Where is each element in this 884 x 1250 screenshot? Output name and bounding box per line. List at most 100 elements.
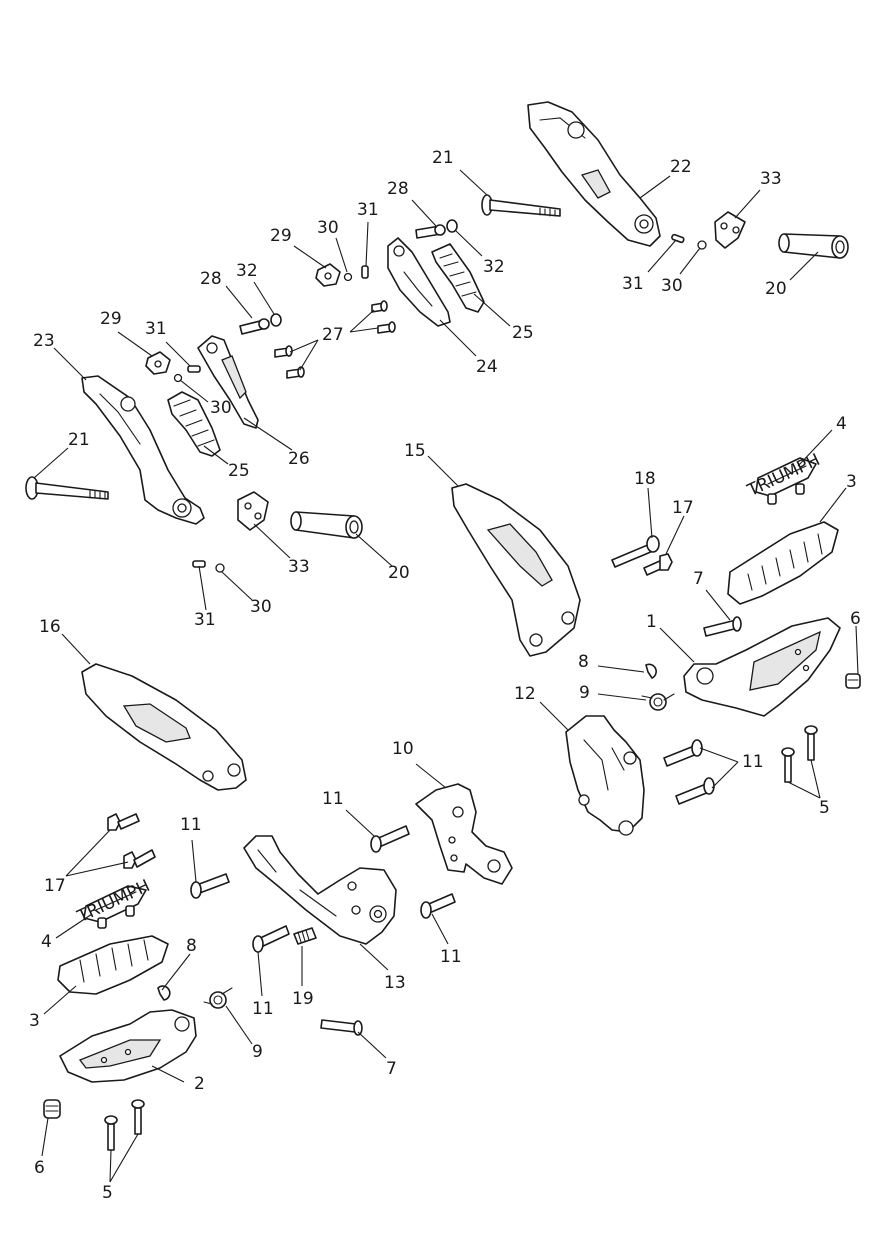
rubber-stop-right [845, 673, 861, 689]
callout-11-right: 11 [742, 752, 764, 772]
callout-4-right: 4 [836, 414, 847, 434]
spacer-sleeve-left [290, 511, 363, 539]
bracket-plate-upper [714, 211, 746, 249]
bolt-17-right [643, 553, 673, 576]
detent-plate-upper [315, 263, 341, 287]
mount-bracket-10 [415, 783, 513, 885]
callout-5-left: 5 [102, 1183, 113, 1203]
footpeg-upper [387, 237, 451, 327]
callout-5-right: 5 [819, 798, 830, 818]
callout-31-lower-left: 31 [194, 610, 216, 630]
bolt-11-center-right [420, 893, 456, 919]
callout-6-left: 6 [34, 1158, 45, 1178]
callout-17-left: 17 [44, 876, 66, 896]
torsion-spring-left [203, 987, 233, 1009]
callout-19: 19 [292, 989, 314, 1009]
callout-30-upper-right: 30 [661, 276, 683, 296]
callout-17-right: 17 [672, 498, 694, 518]
screw-27c [274, 345, 293, 358]
bolt-11-right-lower [675, 777, 715, 805]
callout-9-right: 9 [579, 683, 590, 703]
e-clip-left [157, 985, 171, 1001]
bolt-11-left [190, 873, 230, 899]
grub-screw-19 [293, 927, 317, 945]
callout-13: 13 [384, 973, 406, 993]
callout-21-upper: 21 [432, 148, 454, 168]
callout-31-upper-mid: 31 [357, 200, 379, 220]
callout-30-upper-mid: 30 [317, 218, 339, 238]
spacer-sleeve-upper [778, 233, 849, 259]
heel-guard-right [451, 483, 581, 657]
callout-29-upper: 29 [270, 226, 292, 246]
passenger-bracket-right [565, 715, 645, 836]
callout-22: 22 [670, 157, 692, 177]
bolt-11-right-upper [663, 739, 703, 767]
passenger-footpeg-right [683, 617, 841, 717]
screw-5-right-b [804, 725, 818, 761]
e-clip-right [645, 663, 657, 679]
bolt-18 [611, 535, 660, 568]
callout-26: 26 [288, 449, 310, 469]
callout-32-left: 32 [236, 261, 258, 281]
circlip-upper [446, 219, 458, 233]
washer-lower-left [215, 563, 225, 573]
callout-2: 2 [194, 1074, 205, 1094]
bolt-11-center-upper [370, 825, 410, 853]
callout-8-right: 8 [578, 652, 589, 672]
torsion-spring-right [641, 693, 675, 711]
callout-3-left: 3 [29, 1011, 40, 1031]
callout-6-right: 6 [850, 609, 861, 629]
screw-27b [377, 321, 396, 334]
peg-rubber-insert-left: TRIUMPH [74, 876, 153, 929]
callout-20-lower: 20 [388, 563, 410, 583]
peg-rubber-right [727, 521, 839, 605]
callout-25-left: 25 [228, 461, 250, 481]
rider-footrest-hanger-left [81, 375, 205, 525]
peg-rubber-left [57, 935, 169, 995]
callout-33-upper: 33 [760, 169, 782, 189]
screw-5-right-a [781, 747, 795, 783]
callout-33-left: 33 [288, 557, 310, 577]
callout-4-left: 4 [41, 932, 52, 952]
rider-footrest-hanger-right [527, 101, 661, 247]
pivot-pin-right [703, 616, 742, 637]
passenger-footpeg-left [59, 1009, 197, 1083]
passenger-bracket-left [243, 835, 397, 945]
callout-12: 12 [514, 684, 536, 704]
callout-1: 1 [646, 612, 657, 632]
callout-7-left: 7 [386, 1059, 397, 1079]
leader-lines [33, 169, 859, 1183]
callout-23: 23 [33, 331, 55, 351]
heel-guard-left [81, 663, 247, 791]
callout-8-left: 8 [186, 936, 197, 956]
detent-plate-left [145, 351, 171, 375]
washer-upper-right [697, 240, 707, 250]
pivot-bolt-left [25, 476, 109, 500]
pin-left [187, 365, 201, 373]
bolt-17-left-a [107, 813, 140, 831]
callout-16: 16 [39, 617, 61, 637]
callout-31-upper-right: 31 [622, 274, 644, 294]
pin-upper-mid [361, 265, 369, 279]
rubber-stop-left [43, 1099, 61, 1119]
bracket-plate-left [237, 491, 269, 531]
clevis-pin-left [239, 318, 270, 335]
screw-27d [286, 366, 305, 379]
callout-31-left: 31 [145, 319, 167, 339]
callout-7-right: 7 [693, 569, 704, 589]
callout-11-center-lower: 11 [252, 999, 274, 1019]
callout-28-upper: 28 [387, 179, 409, 199]
pivot-bolt-upper [481, 194, 561, 217]
clevis-pin-upper [415, 224, 446, 239]
callout-29-left: 29 [100, 309, 122, 329]
callout-10: 10 [392, 739, 414, 759]
bolt-11-center-lower [252, 925, 290, 953]
callout-27: 27 [322, 325, 344, 345]
callout-30-lower-left: 30 [250, 597, 272, 617]
screw-5-left-b [131, 1099, 145, 1135]
pivot-pin-left [320, 1019, 363, 1036]
callout-18: 18 [634, 469, 656, 489]
callout-25-upper: 25 [512, 323, 534, 343]
callout-24: 24 [476, 357, 498, 377]
